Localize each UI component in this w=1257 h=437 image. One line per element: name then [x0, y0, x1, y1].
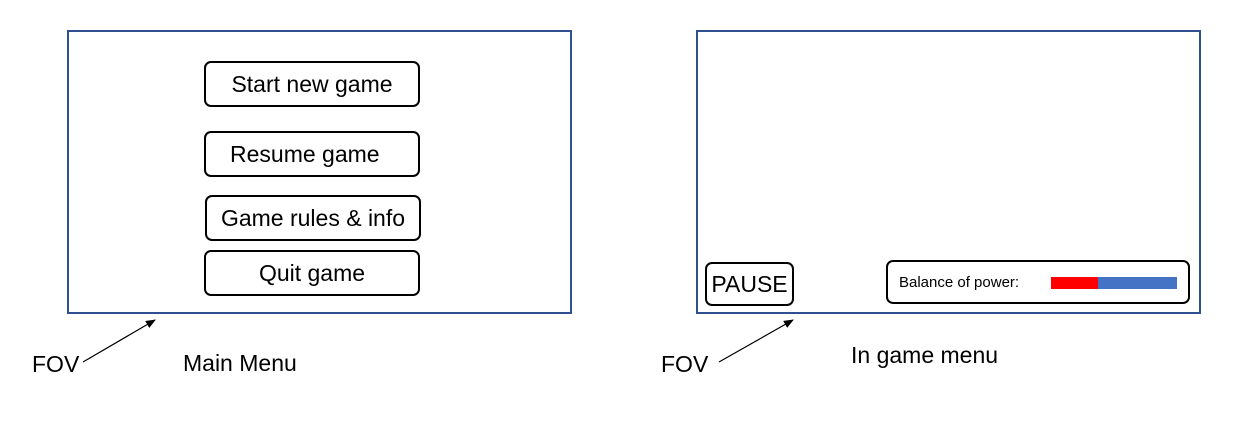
- game-fov-arrow: [718, 319, 794, 363]
- balance-blue-segment: [1097, 277, 1177, 289]
- start-new-game-button[interactable]: Start new game: [204, 61, 420, 107]
- balance-of-power-panel: Balance of power:: [886, 260, 1190, 304]
- resume-game-button[interactable]: Resume game: [204, 131, 420, 177]
- quit-game-label: Quit game: [258, 259, 366, 286]
- quit-game-button[interactable]: Quit game: [204, 250, 420, 296]
- game-rules-info-button[interactable]: Game rules & info: [205, 195, 421, 241]
- main-menu-caption: Main Menu: [183, 350, 297, 376]
- pause-button[interactable]: PAUSE: [705, 262, 794, 306]
- balance-of-power-bar: [1051, 277, 1177, 289]
- balance-red-segment: [1051, 277, 1098, 289]
- game-rules-info-label: Game rules & info: [220, 204, 406, 231]
- resume-game-label: Resume game: [230, 140, 380, 167]
- balance-of-power-label: Balance of power:: [899, 274, 1020, 291]
- pause-label: PAUSE: [711, 270, 788, 297]
- game-fov-label: FOV: [661, 351, 709, 377]
- start-new-game-label: Start new game: [231, 70, 393, 97]
- main-fov-label: FOV: [32, 351, 80, 377]
- main-fov-arrow: [82, 319, 156, 363]
- in-game-menu-caption: In game menu: [851, 342, 999, 368]
